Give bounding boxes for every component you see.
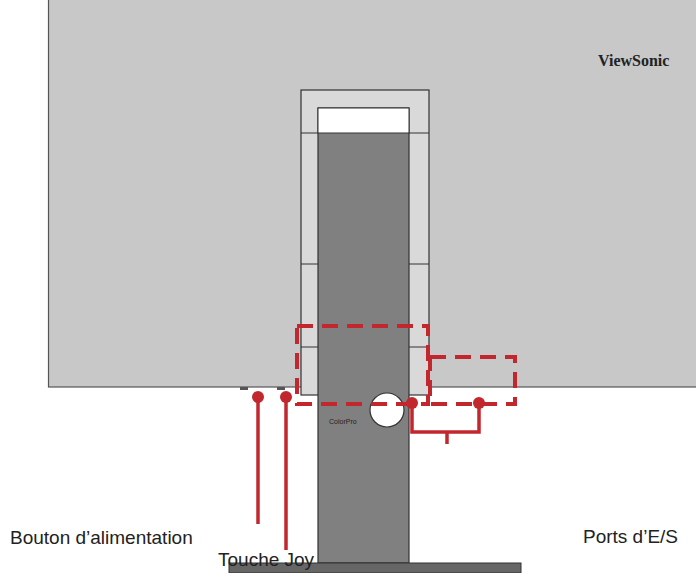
part-label: Bouton d’alimentation	[10, 528, 193, 549]
part-label: Ports d’E/S	[583, 527, 678, 548]
button-mark	[277, 387, 285, 390]
stand-top	[318, 108, 409, 133]
io-region	[297, 326, 428, 404]
leader-dot	[473, 397, 485, 409]
leader-dot	[280, 391, 292, 403]
part-label: Touche Joy	[218, 550, 314, 571]
leader-bracket	[412, 403, 479, 432]
leader-dot	[406, 397, 418, 409]
button-mark	[240, 387, 248, 390]
leader-line	[284, 397, 288, 550]
stand-logo: ColorPro	[329, 418, 357, 426]
cable-hole	[370, 393, 404, 427]
stand-column	[318, 108, 409, 563]
leader-line	[256, 397, 260, 524]
leader-dot	[252, 391, 264, 403]
leader-line	[445, 432, 449, 444]
io-region	[430, 357, 515, 404]
brand-logo: ViewSonic	[598, 52, 669, 70]
